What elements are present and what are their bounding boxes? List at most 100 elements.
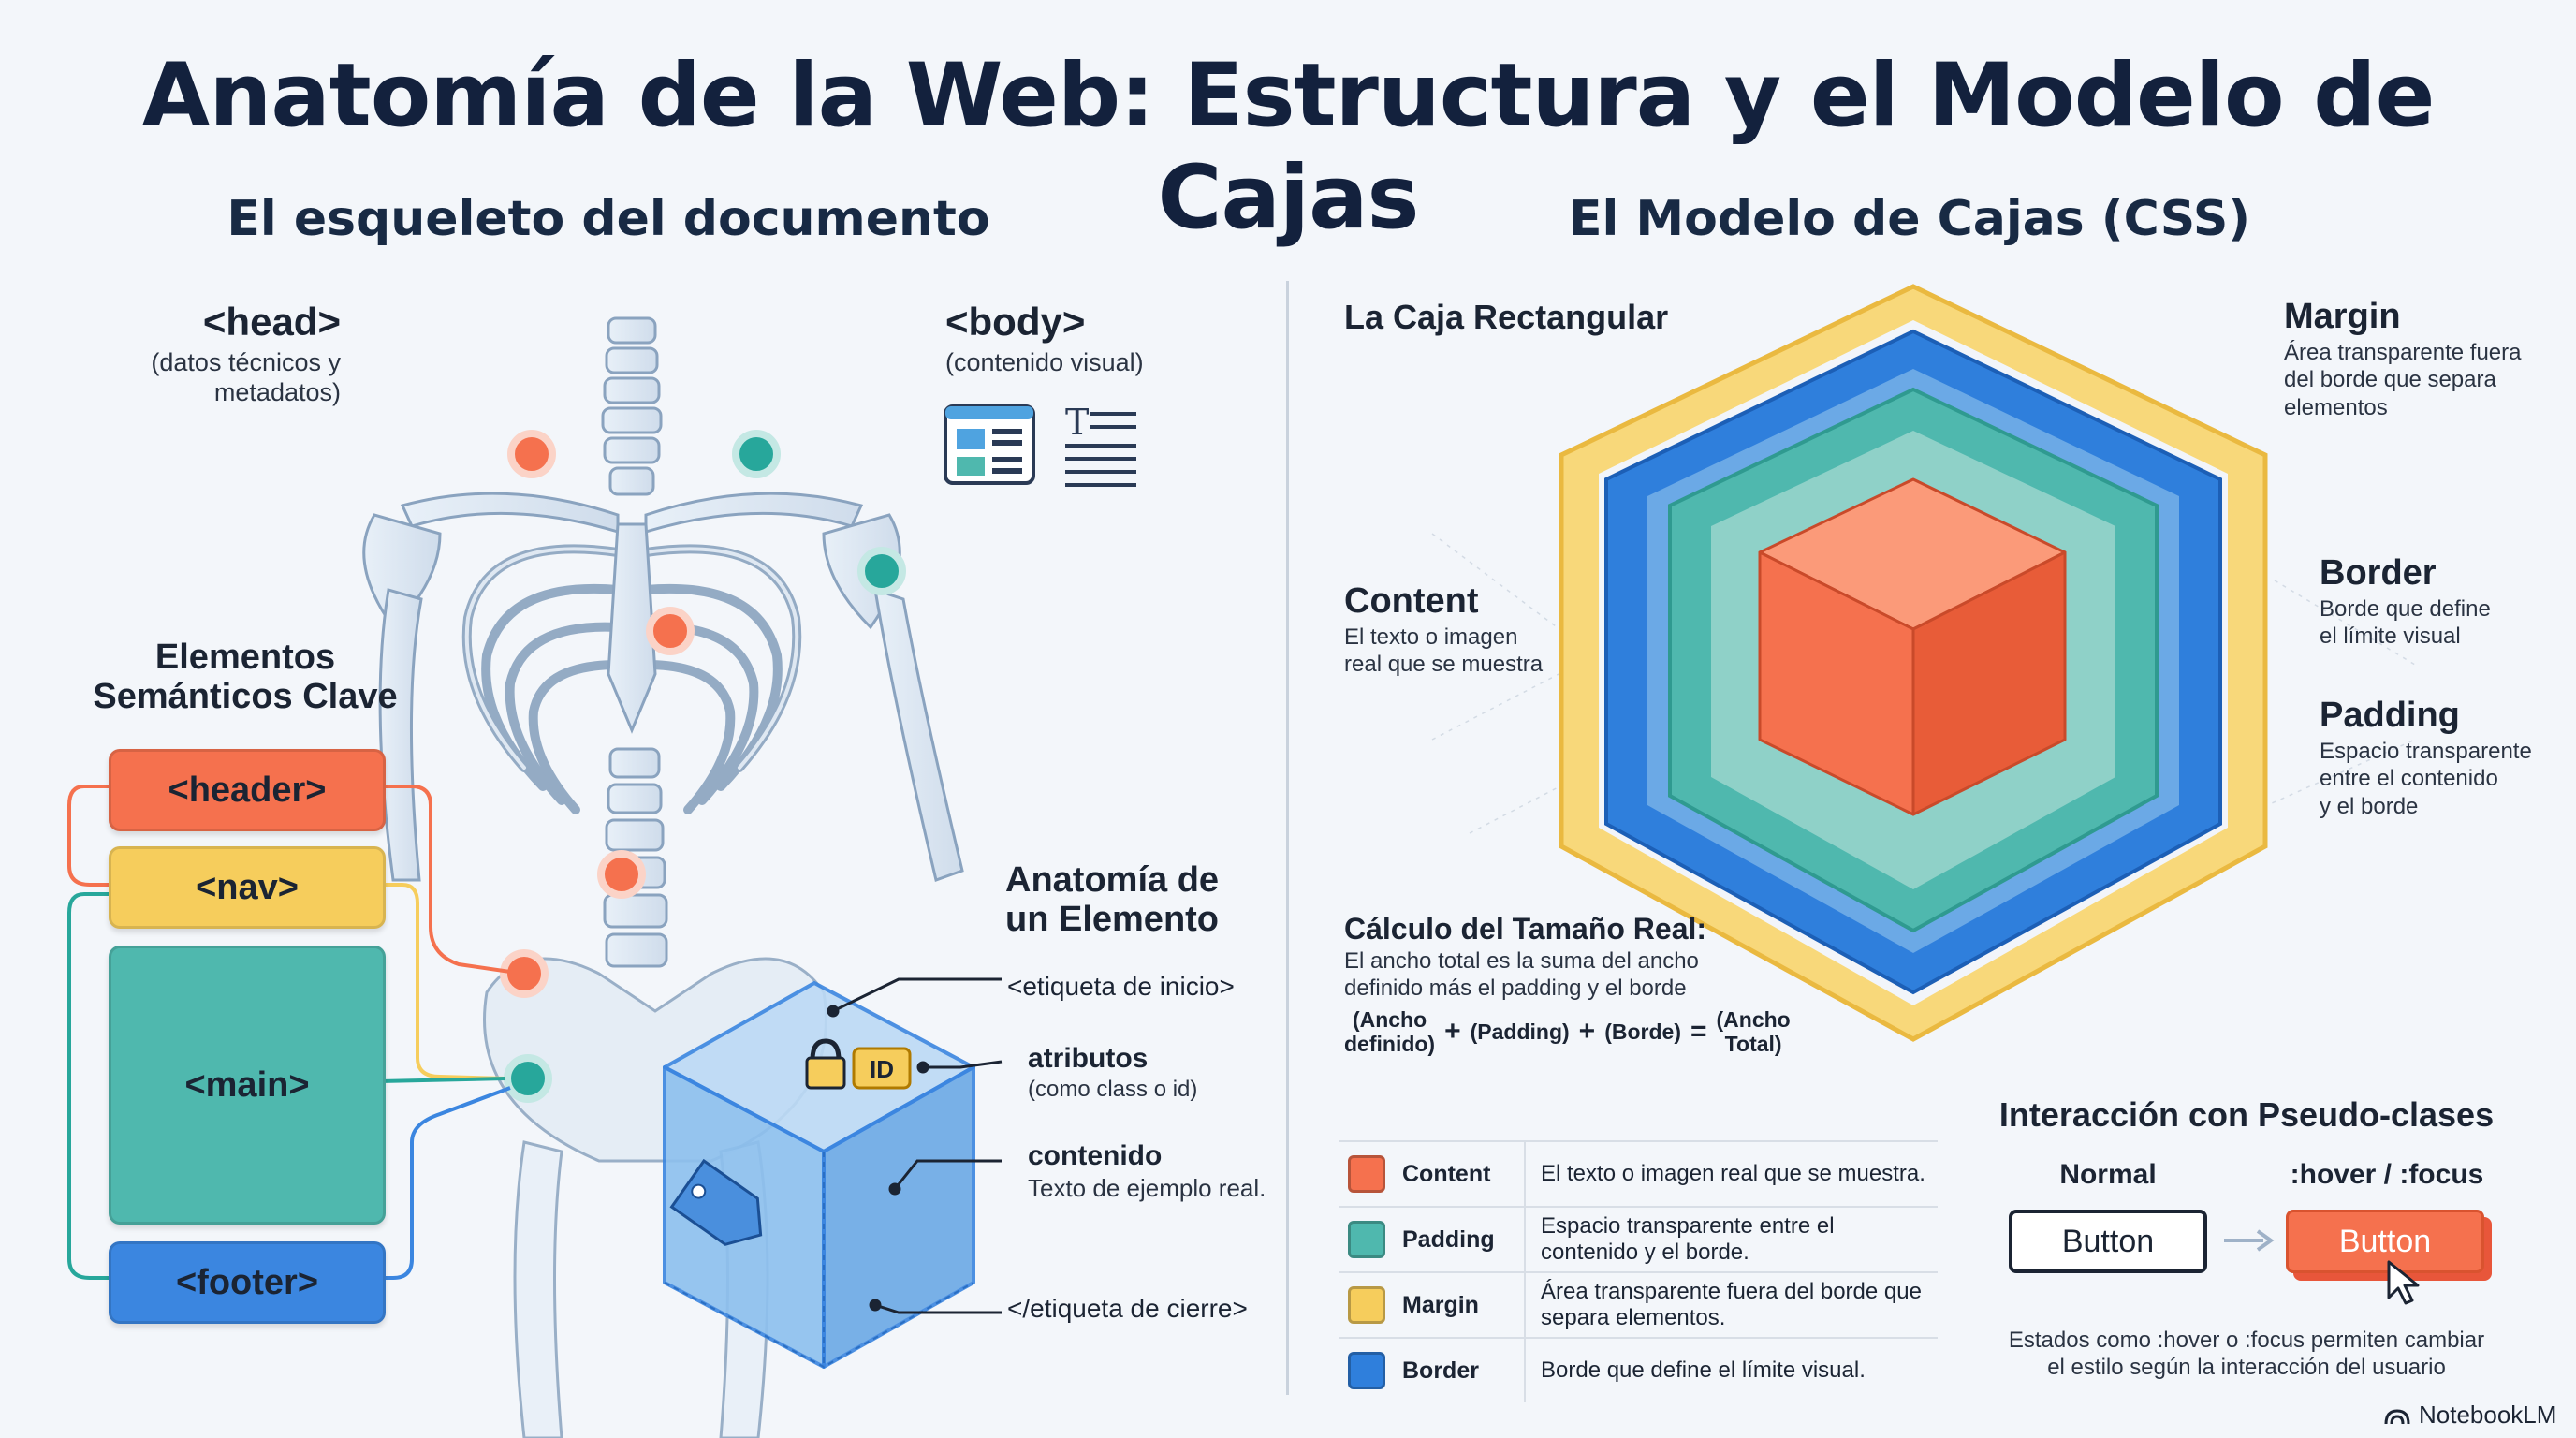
formula-plus-1: +	[1444, 1016, 1461, 1048]
normal-label: Normal	[2059, 1159, 2157, 1190]
semantic-connectors	[67, 785, 511, 1280]
brand-name: NotebookLM	[2419, 1401, 2557, 1429]
arrow-right-icon	[2224, 1229, 2275, 1252]
end-tag-label: </etiqueta de cierre>	[1007, 1294, 1248, 1323]
content-desc-line2: real que se muestra	[1344, 652, 1544, 678]
border-title: Border	[2320, 553, 2437, 593]
right-section-title: El Modelo de Cajas (CSS)	[1568, 191, 2251, 247]
legend-name-border: Border	[1402, 1357, 1479, 1384]
pseudo-note: Estados como :hover o :focus permiten ca…	[1956, 1328, 2537, 1382]
formula-term-total-a: (Ancho	[1716, 1007, 1791, 1032]
padding-desc: Espacio transparente entre el contenido …	[2320, 738, 2572, 820]
content-desc-block: El texto o imagen real que se muestra	[1344, 624, 1578, 679]
formula-term-border: (Borde)	[1604, 1019, 1681, 1044]
hover-label: :hover / :focus	[2290, 1159, 2484, 1190]
margin-desc-line2: del borde que separa	[2284, 367, 2496, 393]
semantic-title-line2: Semánticos Clave	[93, 676, 398, 716]
id-badge: ID	[852, 1047, 912, 1090]
border-desc-line1: Borde que define	[2320, 596, 2491, 622]
left-section-title: El esqueleto del documento	[227, 191, 990, 247]
element-title: Anatomía de un Elemento	[1005, 860, 1286, 940]
hover-button[interactable]: Button	[2286, 1210, 2484, 1273]
legend-row-border: Border Borde que define el límite visual…	[1339, 1339, 1938, 1402]
head-desc: (datos técnicos y metadatos)	[151, 348, 341, 406]
calc-desc-line1: El ancho total es la suma del ancho	[1344, 948, 1699, 974]
pseudo-note-line2: el estilo según la interacción del usuar…	[2047, 1354, 2446, 1380]
legend-swatch-content	[1348, 1155, 1385, 1193]
svg-text:T: T	[1065, 403, 1089, 443]
content-desc-line1: El texto o imagen	[1344, 624, 1518, 650]
pseudo-title: Interacción con Pseudo-clases	[1998, 1095, 2495, 1134]
body-content-icons: T	[944, 403, 1136, 487]
attributes-desc: (como class o id)	[1028, 1077, 1198, 1102]
id-badge-text: ID	[870, 1055, 894, 1083]
semantic-title-line1: Elementos	[154, 638, 336, 677]
legend-row-padding: Padding Espacio transparente entre el co…	[1339, 1208, 1938, 1273]
calc-desc: El ancho total es la suma del ancho defi…	[1344, 947, 1775, 1003]
notebooklm-icon	[2384, 1408, 2410, 1424]
padding-desc-line3: y el borde	[2320, 793, 2419, 819]
semantic-footer-box: <footer>	[109, 1241, 386, 1324]
legend-swatch-border	[1348, 1352, 1385, 1389]
border-desc-line2: el límite visual	[2320, 624, 2461, 650]
body-desc: (contenido visual)	[945, 348, 1144, 376]
legend-desc-margin: Área transparente fuera del borde que se…	[1524, 1273, 1938, 1337]
formula-term-width-a: (Ancho	[1352, 1007, 1427, 1032]
legend-name-content: Content	[1402, 1160, 1491, 1187]
shoulders	[362, 492, 901, 630]
formula-term-total: (Ancho Total)	[1717, 1007, 1791, 1057]
formula-equals: =	[1690, 1016, 1707, 1048]
padding-desc-line1: Espacio transparente	[2320, 739, 2532, 764]
element-title-line1: Anatomía de	[1005, 860, 1220, 900]
tag-icon	[669, 1158, 763, 1246]
legend-name-margin: Margin	[1402, 1291, 1479, 1318]
formula-plus-2: +	[1578, 1016, 1596, 1048]
formula-term-total-b: Total)	[1724, 1032, 1782, 1057]
semantic-title: Elementos Semánticos Clave	[56, 638, 434, 717]
legend-swatch-margin	[1348, 1286, 1385, 1324]
padlock-icon	[805, 1038, 846, 1090]
legend-row-content: Content El texto o imagen real que se mu…	[1339, 1140, 1938, 1208]
content-cube	[1758, 477, 2067, 816]
attributes-label: atributos	[1028, 1043, 1149, 1074]
margin-desc-line3: elementos	[2284, 394, 2388, 420]
body-tag: <body>	[945, 300, 1086, 344]
legend-swatch-padding	[1348, 1221, 1385, 1258]
head-tag: <head>	[202, 300, 341, 344]
normal-button[interactable]: Button	[2009, 1210, 2207, 1273]
cursor-icon	[2387, 1260, 2420, 1305]
formula-term-width-b: definido)	[1344, 1032, 1436, 1057]
skeleton-illustration	[67, 316, 964, 1438]
margin-desc-line1: Área transparente fuera	[2284, 340, 2522, 365]
legend-desc-border: Borde que define el límite visual.	[1524, 1339, 1938, 1402]
legend-desc-content: El texto o imagen real que se muestra.	[1524, 1142, 1938, 1206]
margin-desc: Área transparente fuera del borde que se…	[2284, 339, 2565, 421]
spine	[601, 316, 668, 968]
calc-desc-line2: definido más el padding y el borde	[1344, 976, 1687, 1002]
legend-desc-padding: Espacio transparente entre el contenido …	[1524, 1208, 1938, 1271]
node-dots	[500, 430, 906, 1103]
pseudo-note-line1: Estados como :hover o :focus permiten ca…	[2008, 1328, 2485, 1353]
content-title: Content	[1344, 581, 1479, 621]
content-label: contenido	[1028, 1140, 1163, 1171]
semantic-nav-box: <nav>	[109, 846, 386, 929]
semantic-header-box: <header>	[109, 749, 386, 831]
start-tag-label: <etiqueta de inicio>	[1007, 972, 1235, 1001]
padding-title: Padding	[2320, 696, 2460, 735]
calc-title: Cálculo del Tamaño Real:	[1344, 912, 1707, 946]
content-desc: Texto de ejemplo real.	[1028, 1174, 1266, 1202]
section-divider	[1286, 281, 1289, 1395]
page-title: Anatomía de la Web: Estructura y el Mode…	[141, 45, 2436, 249]
legend-row-margin: Margin Área transparente fuera del borde…	[1339, 1273, 1938, 1339]
padding-desc-line2: entre el contenido	[2320, 766, 2498, 792]
semantic-main-box: <main>	[109, 946, 386, 1225]
element-title-line2: un Elemento	[1005, 899, 1220, 939]
formula-term-padding: (Padding)	[1470, 1019, 1570, 1044]
border-desc: Borde que define el límite visual	[2320, 595, 2563, 651]
box-model-diagram	[1431, 284, 2416, 1042]
calc-formula: (Ancho definido) + (Padding) + (Borde) =…	[1344, 1007, 1791, 1057]
margin-title: Margin	[2284, 297, 2401, 336]
box-title: La Caja Rectangular	[1344, 298, 1669, 336]
formula-term-width: (Ancho definido)	[1344, 1007, 1435, 1057]
legend-name-padding: Padding	[1402, 1225, 1495, 1253]
